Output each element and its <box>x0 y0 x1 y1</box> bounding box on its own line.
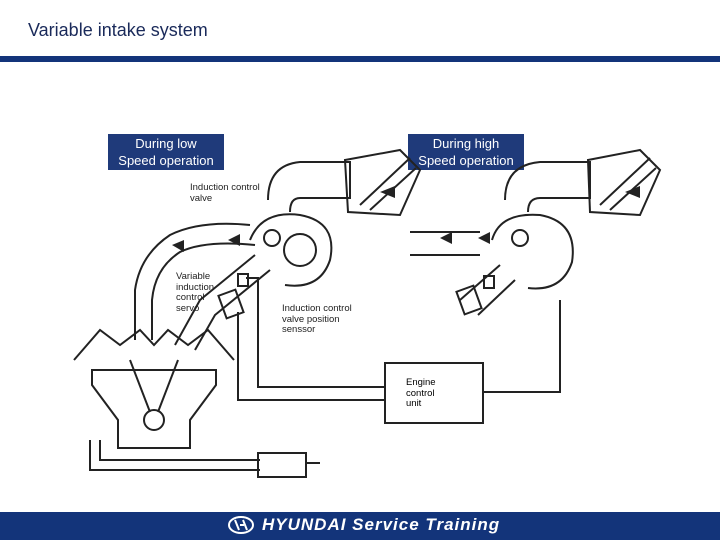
title-rule <box>0 56 720 62</box>
right-air-duct <box>504 161 591 213</box>
left-plenum <box>249 213 333 287</box>
callout-sensor: Induction control valve position senssor <box>282 303 352 335</box>
ecu-wiring-2 <box>237 312 384 401</box>
low-speed-label-text: During low Speed operation <box>118 136 214 168</box>
callout-servo: Variable induction control servo <box>176 271 215 314</box>
callout-induction-control-valve: Induction control valve <box>190 182 260 204</box>
servo <box>217 288 245 320</box>
airflow-arrow-right-runner-2 <box>478 232 490 244</box>
airflow-arrow-left-runner-2 <box>172 240 184 252</box>
ecu-wiring-3 <box>484 300 561 393</box>
high-speed-label: During high Speed operation <box>408 134 524 170</box>
low-speed-label: During low Speed operation <box>108 134 224 170</box>
airflow-arrow-right-intake <box>625 186 640 198</box>
page-title: Variable intake system <box>28 20 208 40</box>
muffler <box>257 452 307 478</box>
exhaust-pipe <box>89 440 260 471</box>
engine-block <box>91 369 217 449</box>
airflow-arrow-left-runner <box>228 234 240 246</box>
airflow-arrow-right-runner <box>440 232 452 244</box>
left-long-runner <box>134 222 251 340</box>
right-plenum <box>491 213 574 290</box>
ecu-wiring-1 <box>246 277 384 388</box>
left-air-box <box>343 148 422 217</box>
footer-brand-text: HYUNDAI Service Training <box>262 515 501 534</box>
right-servo <box>455 284 483 316</box>
footer-bar: HYUNDAI Service Training <box>0 512 720 540</box>
hyundai-logo-icon <box>228 516 254 534</box>
high-speed-label-text: During high Speed operation <box>418 136 514 168</box>
left-air-duct <box>267 161 351 213</box>
left-short-runner <box>174 254 256 346</box>
airflow-arrow-left-intake <box>380 186 395 198</box>
engine-control-unit: Engine control unit <box>384 362 484 424</box>
right-air-box <box>586 148 662 217</box>
